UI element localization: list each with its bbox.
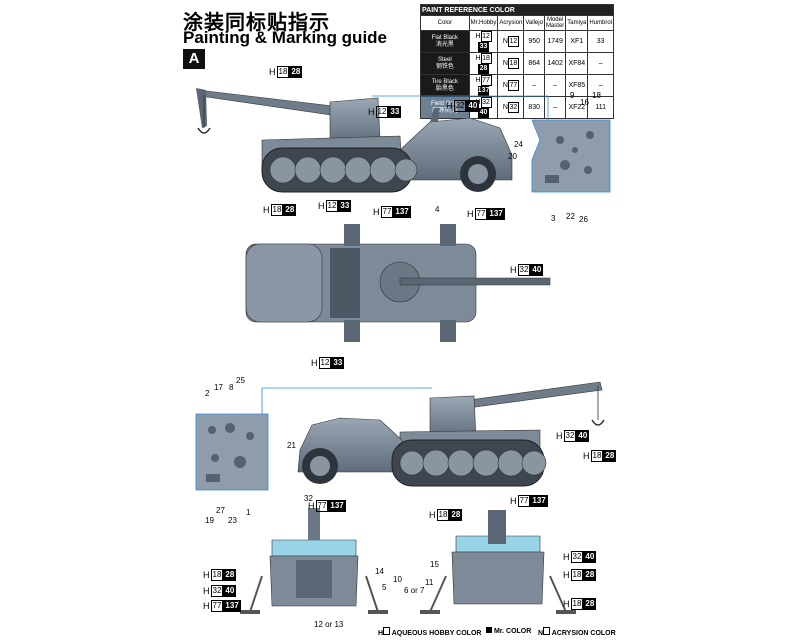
legend-mr-color: Mr. COLOR [486, 627, 531, 635]
sheet-label: A [183, 49, 205, 69]
humbrol-cell: 111 [587, 96, 614, 119]
part-number: 5 [382, 583, 387, 592]
column-header: Tamiya [565, 15, 589, 31]
front-view [240, 508, 388, 614]
top-view [245, 224, 551, 342]
page-title: Painting & Marking guide [183, 28, 388, 47]
part-number: 10 [393, 575, 402, 584]
model-master-cell: – [543, 74, 567, 97]
part-number: 23 [228, 516, 237, 525]
part-number: 24 [514, 140, 523, 149]
model-master-cell: – [543, 96, 567, 119]
page-title-chinese: 涂装同标贴指示 [183, 10, 330, 34]
part-number: 21 [287, 441, 296, 450]
column-header: Humbrol [587, 15, 614, 31]
column-header: Vallejo [523, 15, 545, 31]
side-view-right [196, 88, 513, 193]
part-number: 8 [229, 383, 234, 392]
part-number: 11 [425, 578, 434, 587]
part-number: 9 [570, 91, 575, 100]
legend-acrysion: N ACRYSION COLOR [538, 627, 616, 637]
part-number: 2 [205, 389, 210, 398]
part-number: 12 or 13 [314, 620, 344, 629]
part-number: 1 [246, 508, 251, 517]
legend-aqueous: H AQUEOUS HOBBY COLOR [378, 627, 481, 637]
rear-view [420, 510, 576, 614]
part-number: 22 [566, 212, 575, 221]
part-number: 3 [551, 214, 556, 223]
part-number: 4 [435, 205, 440, 214]
column-header: Model Master [543, 15, 567, 31]
part-number: 15 [430, 560, 439, 569]
vallejo-cell: 830 [523, 96, 545, 119]
part-number: 16 [580, 98, 589, 107]
part-number: 27 [216, 506, 225, 515]
part-number: 26 [579, 215, 588, 224]
part-number: 17 [214, 383, 223, 392]
humbrol-cell: – [587, 52, 614, 75]
detail-inset-left [195, 387, 432, 491]
part-number: 20 [508, 152, 517, 161]
part-number: 6 or 7 [404, 586, 425, 595]
part-number: 32 [304, 494, 313, 503]
part-number: 19 [205, 516, 214, 525]
detail-inset-top [372, 95, 611, 193]
tamiya-cell: XF22 [565, 96, 589, 119]
model-master-cell: 1749 [543, 30, 567, 53]
part-number: 14 [375, 567, 384, 576]
side-view-left [297, 381, 605, 487]
model-master-cell: 1402 [543, 52, 567, 75]
part-number: 18 [592, 91, 601, 100]
part-number: 25 [236, 376, 245, 385]
